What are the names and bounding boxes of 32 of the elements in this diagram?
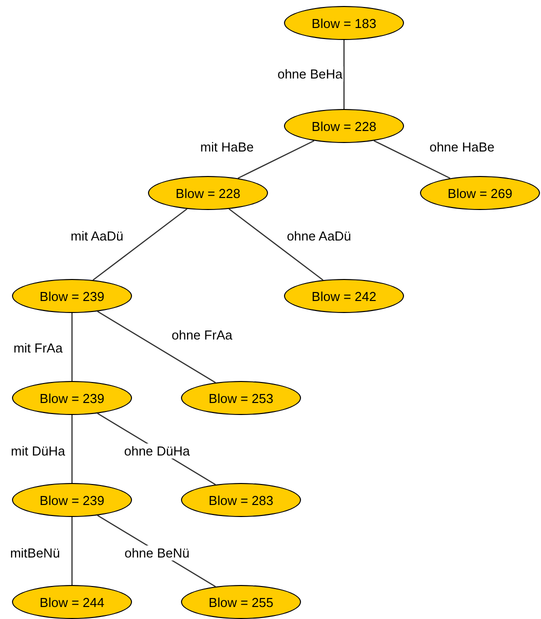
connector-line <box>92 208 188 281</box>
node-label: Blow = 255 <box>208 594 274 610</box>
edge-label: mit FrAa <box>12 340 64 356</box>
edge-label: ohne AaDü <box>286 228 352 244</box>
connector-line <box>343 40 345 109</box>
node-label: Blow = 239 <box>40 288 104 304</box>
connector-line <box>238 140 314 179</box>
edge-label: ohne BeNü <box>123 546 191 560</box>
edge-label: mit AaDü <box>70 228 124 244</box>
edge-label: ohne FrAa <box>170 328 234 342</box>
edge-label: mit HaBe <box>199 140 255 154</box>
connector-line <box>71 415 73 483</box>
connector-line <box>97 310 216 384</box>
connector-line <box>71 313 73 381</box>
edge-label: ohne HaBe <box>428 140 496 154</box>
connector-line <box>374 140 450 179</box>
edge-label: mit DüHa <box>10 444 66 458</box>
node-label: Blow = 239 <box>40 390 104 406</box>
edge-label: mitBeNü <box>9 546 61 560</box>
edge-label: ohne DüHa <box>123 444 191 458</box>
connector-line <box>71 517 73 585</box>
edge-label: ohne BeHa <box>276 66 344 82</box>
node-label: Blow = 183 <box>312 16 376 30</box>
node-label: Blow = 269 <box>448 186 512 200</box>
node-label: Blow = 283 <box>208 492 274 508</box>
node-label: Blow = 253 <box>208 390 274 406</box>
node-label: Blow = 228 <box>176 186 240 200</box>
node-label: Blow = 228 <box>312 118 376 134</box>
connector-line <box>228 208 324 281</box>
node-label: Blow = 244 <box>40 594 104 610</box>
node-label: Blow = 242 <box>312 288 376 304</box>
node-label: Blow = 239 <box>40 492 104 508</box>
